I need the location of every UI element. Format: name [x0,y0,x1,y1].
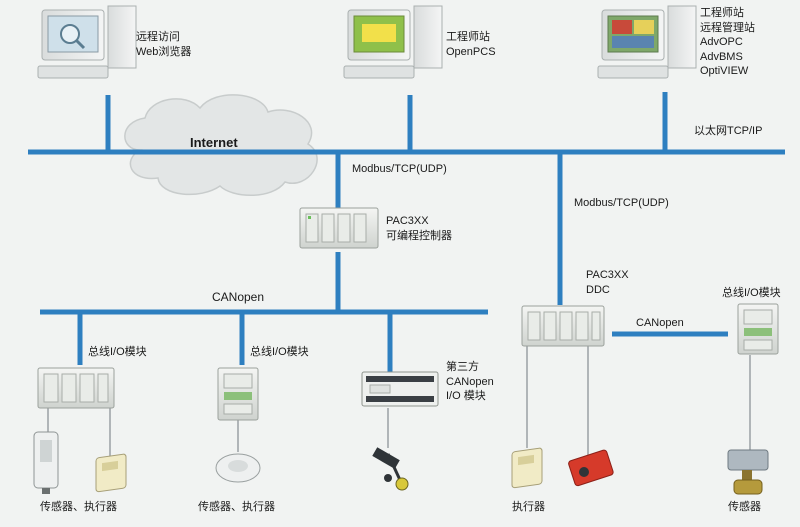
third-party-io-label: 第三方 CANopen I/O 模块 [446,361,494,402]
valve-actuator-icon [372,447,409,491]
internet-label: Internet [190,135,238,150]
field-wires [47,345,751,458]
ddc-controller-icon [521,305,605,347]
third-party-io-module-icon [361,371,439,407]
io-module-icon [37,367,115,409]
io-module-right-label: 总线I/O模块 [722,287,781,299]
ethernet-bus-line [28,92,785,305]
io-module-left-label: 总线I/O模块 [88,346,147,358]
canopen-right-label: CANopen [636,317,684,329]
pac-controller-icon [299,207,379,249]
modbus-left-label: Modbus/TCP(UDP) [352,163,447,175]
io-module-icon [217,367,259,421]
management-station-label: 工程师站 远程管理站 AdvOPC AdvBMS OptiVIEW [700,7,755,77]
sensor-caption: 传感器 [728,501,761,513]
engineer-station-label: 工程师站 OpenPCS [446,31,496,58]
computer-icon [343,5,443,79]
actuator-caption: 执行器 [512,501,545,513]
remote-access-label: 远程访问 Web浏览器 [136,31,192,58]
ddc-controller-label: PAC3XX DDC [586,269,629,296]
computer-icon [37,5,137,79]
modbus-right-label: Modbus/TCP(UDP) [574,197,669,209]
field-mid-caption: 传感器、执行器 [198,501,275,513]
io-module-mid-label: 总线I/O模块 [250,346,309,358]
pac-controller-label: PAC3XX 可编程控制器 [386,215,452,242]
smoke-detector-icon [215,453,261,483]
valve-sensor-icon [727,449,769,495]
computer-icon [597,5,697,79]
internet-cloud-icon [124,94,318,196]
sensor-icon [33,431,59,494]
io-module-icon [737,303,779,355]
field-left-caption: 传感器、执行器 [40,501,117,513]
canopen-main-label: CANopen [212,290,265,304]
thermostat-icon [511,447,543,489]
ethernet-label: 以太网TCP/IP [694,125,763,137]
canopen-bus-line [40,252,728,372]
damper-actuator-icon [568,449,614,487]
thermostat-icon [95,453,127,493]
